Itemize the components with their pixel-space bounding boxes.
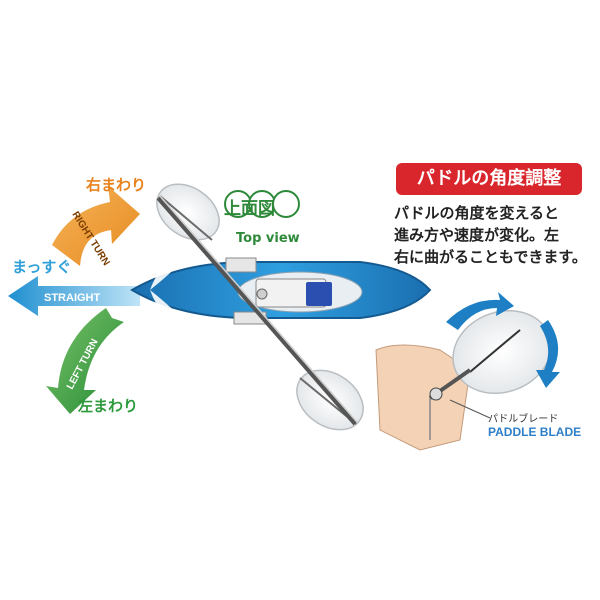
straight-arrow [8, 276, 140, 316]
paddle-blade-en-label: PADDLE BLADE [488, 425, 582, 439]
description-line-1: パドルの角度を変えると [394, 204, 560, 222]
right-turn-jp-label: 右まわり [86, 176, 147, 194]
left-turn-jp-label: 左まわり [78, 397, 139, 415]
straight-jp-label: まっすぐ [12, 258, 72, 276]
top-view-title: 上面図 [224, 199, 275, 219]
description-line-2: 進み方や速度が変化。左 [394, 226, 560, 244]
description-text: パドルの角度を変えると 進み方や速度が変化。左 右に曲がることもできます。 [394, 202, 594, 268]
paddle-blade-top [156, 183, 220, 241]
right-turn-arrow [52, 186, 140, 266]
paddle-shaft [156, 195, 358, 426]
description-line-3: 右に曲がることもできます。 [394, 248, 587, 266]
left-turn-arrow [46, 308, 124, 414]
straight-en-label: STRAIGHT [44, 292, 101, 304]
rotation-arrow-top [446, 292, 514, 330]
rotation-arrow-right [536, 320, 560, 388]
paddle-blade-bottom [296, 369, 364, 431]
top-view-badge [224, 190, 300, 218]
top-view-subtitle: Top view [236, 231, 300, 246]
headline-banner: パドルの角度調整 [396, 163, 582, 195]
paddle-blade-jp-label: パドルブレード [488, 414, 559, 425]
